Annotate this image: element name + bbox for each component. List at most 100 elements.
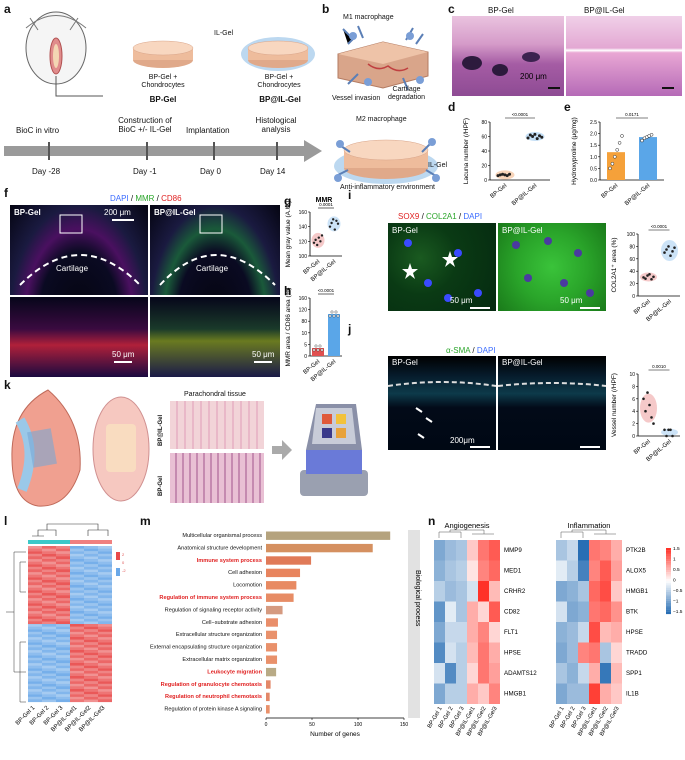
n-scale-label: 0.5 xyxy=(673,567,680,573)
l-cell xyxy=(28,639,42,643)
e-cat-label: BP-Gel xyxy=(601,183,620,200)
l-cell xyxy=(56,600,70,604)
l-cell xyxy=(84,590,98,593)
i-legend-1: / xyxy=(419,212,427,221)
l-cell xyxy=(84,699,98,703)
panel-label-n: n xyxy=(428,514,436,528)
l-cell xyxy=(98,585,112,588)
l-cell xyxy=(70,650,84,653)
c-right-histology-image xyxy=(566,16,682,96)
l-cell xyxy=(28,683,42,687)
panel-label-e: e xyxy=(564,100,571,114)
n-inf-dendrogram xyxy=(560,529,616,538)
l-cell xyxy=(70,611,84,614)
l-cell xyxy=(70,585,84,588)
l-cell xyxy=(70,642,84,645)
f-legend-0: DAPI xyxy=(110,194,129,203)
j-point xyxy=(671,434,674,438)
n-scale-swatch xyxy=(666,587,671,590)
n-ang-cell xyxy=(467,663,478,684)
timeline-label-3: Histological analysis xyxy=(255,116,297,134)
l-cell xyxy=(70,624,84,627)
l-cell xyxy=(28,678,42,682)
l-cell xyxy=(98,665,112,669)
l-cell xyxy=(28,657,42,661)
l-cell xyxy=(98,676,112,679)
m1-scaffold-illustration xyxy=(337,25,429,91)
h-point xyxy=(328,314,332,318)
n-scale-label: 1 xyxy=(673,557,676,563)
i-legend-3: / xyxy=(456,212,464,221)
n-inf-cell xyxy=(589,601,600,622)
g-point xyxy=(317,236,320,239)
n-scale-swatch xyxy=(666,559,671,562)
h-tick-label: 80 xyxy=(301,319,307,325)
n-inf-cell xyxy=(611,601,622,622)
l-cell xyxy=(70,647,84,651)
l-cell xyxy=(84,603,98,606)
e-ylabel: Hydroxyproline (μg/mg) xyxy=(571,117,578,185)
l-cell xyxy=(70,686,84,690)
l-cell xyxy=(56,551,70,554)
l-cell xyxy=(42,572,56,575)
j-tick-label: 4 xyxy=(632,409,635,415)
bp-il-gel-desc: BP-Gel + Chondrocytes xyxy=(257,74,301,89)
l-cell xyxy=(98,655,112,658)
n-scale-label: −1 xyxy=(673,599,679,605)
n-scale-swatch xyxy=(666,565,671,568)
l-cell xyxy=(28,668,42,671)
l-cell xyxy=(56,566,70,570)
l-cell xyxy=(42,564,56,567)
h-p-value: <0.0001 xyxy=(318,288,335,293)
l-cell xyxy=(42,621,56,625)
e-tick-label: 1.5 xyxy=(590,143,597,149)
n-scale-swatch xyxy=(666,574,671,577)
g-violin xyxy=(311,232,325,248)
n-inf-cell xyxy=(611,683,622,704)
j-point xyxy=(669,428,672,432)
l-cell xyxy=(42,548,56,552)
l-cell xyxy=(84,631,98,635)
l-cell xyxy=(98,548,112,552)
l-cell xyxy=(70,670,84,674)
d-point xyxy=(535,137,539,141)
n-ang-cell xyxy=(445,601,456,622)
l-cell xyxy=(56,668,70,671)
timeline-label-1: Construction of BioC +/- IL-Gel xyxy=(118,116,172,134)
panel-label-l: l xyxy=(4,514,8,528)
n-inf-title: Inflammation xyxy=(568,521,611,530)
l-cell xyxy=(56,699,70,703)
l-group-bar-1 xyxy=(28,540,70,544)
f-legend: DAPI / MMR / CD86 xyxy=(110,194,182,203)
i-legend: SOX9 / COL2A1 / DAPI xyxy=(398,212,482,221)
l-cell xyxy=(98,590,112,593)
n-inf-cell xyxy=(578,601,589,622)
g-point xyxy=(335,219,338,222)
n-inf-cell xyxy=(567,683,578,704)
f-left-zoom-image xyxy=(10,297,148,377)
l-cell xyxy=(28,582,42,586)
j-point xyxy=(652,422,655,425)
m-term-label: Regulation of neutrophil chemotaxis xyxy=(165,694,262,700)
n-ang-cell xyxy=(434,560,445,581)
m-bar xyxy=(266,556,312,565)
n-ang-cell xyxy=(478,581,489,602)
l-cell xyxy=(56,637,70,640)
l-cell xyxy=(70,590,84,593)
l-cell xyxy=(28,595,42,599)
h-point xyxy=(330,310,334,314)
l-cell xyxy=(28,592,42,596)
i-point xyxy=(648,273,651,276)
i-legend-2: COL2A1 xyxy=(426,212,457,221)
l-cell xyxy=(70,566,84,570)
panel-label-f: f xyxy=(4,186,8,200)
l-cell xyxy=(70,644,84,648)
j-cat-label: BP-Gel xyxy=(633,439,652,456)
l-cell xyxy=(98,626,112,630)
l-cell xyxy=(84,624,98,627)
n-ang-cell xyxy=(434,663,445,684)
l-cell xyxy=(84,551,98,554)
d-point xyxy=(540,135,544,139)
d-point xyxy=(531,135,535,138)
l-cell xyxy=(84,634,98,638)
